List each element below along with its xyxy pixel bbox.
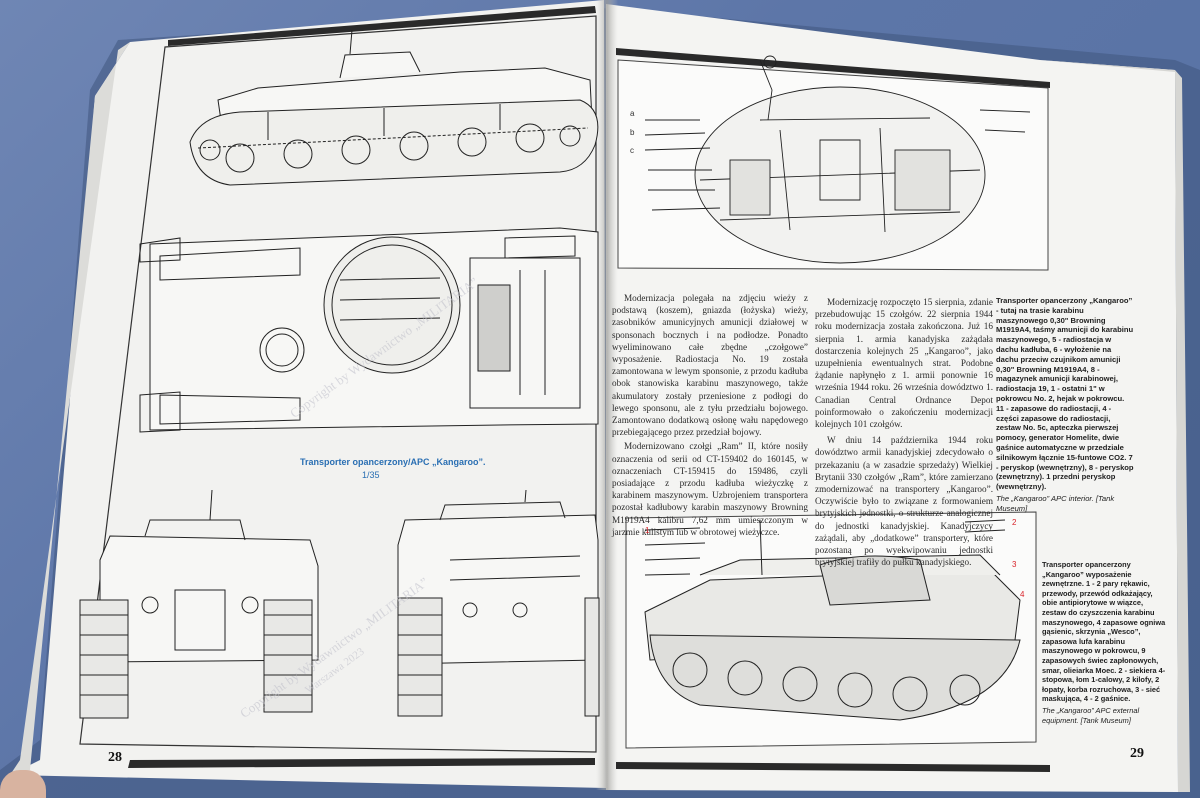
left-caption-scale: 1/35	[362, 470, 380, 480]
tank-exterior-drawing	[644, 519, 1021, 721]
caption-text: Transporter opancerzony „Kangaroo” wypos…	[1042, 560, 1166, 704]
text-column-1: Modernizacja polegała na zdjęciu wieży z…	[612, 292, 808, 538]
left-top-rule	[168, 6, 596, 46]
caption-text: Transporter opancerzony „Kangaroo” - tut…	[996, 296, 1134, 492]
caption-english: The „Kangaroo” APC external equipment. […	[1042, 705, 1140, 725]
tank-top-view-drawing	[139, 227, 599, 433]
left-bottom-rule	[128, 758, 595, 768]
left-drawing-frame	[79, 15, 597, 753]
exterior-label: 4	[1020, 590, 1025, 599]
interior-caption: Transporter opancerzony „Kangaroo” - tut…	[996, 296, 1134, 514]
paragraph: Modernizowano czołgi „Ram” II, które nos…	[612, 441, 808, 537]
left-caption-title: Transporter opancerzony/APC „Kangaroo”.	[300, 457, 486, 467]
exterior-label: 2	[1012, 518, 1017, 527]
right-top-rule	[616, 48, 1050, 88]
gutter-shadow	[596, 0, 618, 790]
page-number-left: 28	[108, 750, 122, 765]
interior-label: c	[630, 146, 634, 155]
paragraph: Modernizacja polegała na zdjęciu wieży z…	[612, 293, 808, 438]
thumb	[0, 770, 46, 798]
tank-side-view-drawing	[189, 29, 599, 186]
tank-interior-drawing	[644, 55, 1031, 264]
exterior-label: 1	[645, 526, 650, 535]
interior-label: a	[630, 109, 635, 118]
right-bottom-rule	[616, 762, 1050, 772]
page-number-right: 29	[1130, 746, 1144, 761]
text-column-2: Modernizację rozpoczęto 15 sierpnia, zda…	[815, 296, 993, 568]
tank-rear-view-drawing	[397, 489, 600, 717]
exterior-caption: Transporter opancerzony „Kangaroo” wypos…	[1042, 560, 1166, 725]
paragraph: Modernizację rozpoczęto 15 sierpnia, zda…	[815, 297, 993, 430]
paragraph: W dniu 14 października 1944 roku dowództ…	[815, 435, 993, 568]
tank-front-view-drawing	[79, 489, 319, 719]
caption-english: The „Kangaroo” APC interior. [Tank Museu…	[996, 493, 1115, 513]
exterior-label: 3	[1012, 560, 1017, 569]
interior-label: b	[630, 128, 635, 137]
